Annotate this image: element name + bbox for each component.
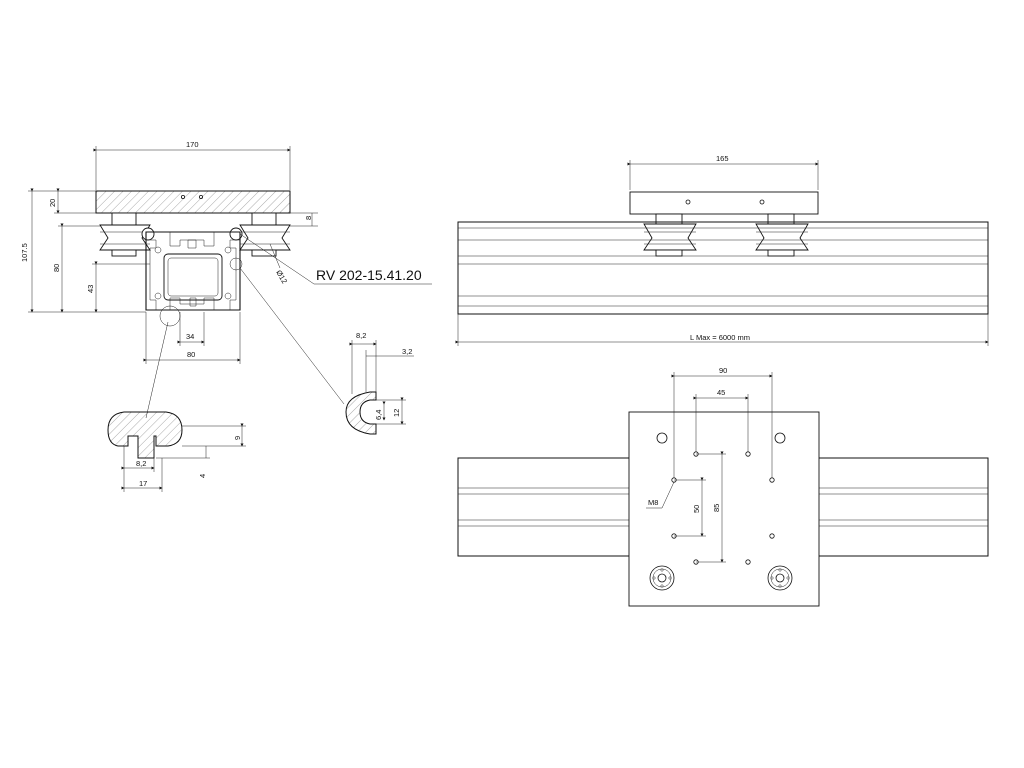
- dim-hole-spacing-outer: 90: [719, 366, 727, 375]
- dim-clip-inner: 6,4: [374, 410, 383, 420]
- detail-clip: 8,2 3,2 6,4 12: [345, 331, 414, 435]
- aluminium-profile: [145, 231, 241, 311]
- thread-label: M8: [648, 498, 658, 507]
- dim-clip-width: 8,2: [356, 331, 366, 340]
- wheel-right: [239, 212, 291, 257]
- dim-rail-length: L Max = 6000 mm: [690, 333, 750, 342]
- part-label: RV 202-15.41.20: [316, 267, 422, 283]
- dim-height-total: 107.5: [20, 243, 29, 262]
- top-view: 90 45 50 85 M8: [457, 366, 989, 607]
- dim-inner-height: 43: [86, 285, 95, 293]
- section-view: 170 107.5 20 80 43 8 Ø12 34 80 RV 202-15…: [20, 140, 432, 419]
- dim-rail-slot: 8,2: [136, 459, 146, 468]
- dim-clip-lip: 3,2: [402, 347, 412, 356]
- dim-profile-width: 80: [187, 350, 195, 359]
- dim-plate-thickness: 20: [48, 199, 57, 207]
- side-view: 165 L Max = 6000 mm: [455, 154, 989, 346]
- dim-wheel-diameter: Ø12: [274, 269, 289, 286]
- dim-rail-width: 17: [139, 479, 147, 488]
- carriage-plate: [95, 190, 291, 214]
- detail-rail: 8,2 17 9 4: [107, 411, 246, 492]
- eccentric-left: [649, 565, 675, 591]
- dim-vertical-a: 50: [692, 505, 701, 513]
- dim-rail-offset: 4: [198, 474, 207, 478]
- dim-width-top: 170: [186, 140, 199, 149]
- dim-hole-spacing-inner: 45: [717, 388, 725, 397]
- dim-clip-height: 12: [392, 409, 401, 417]
- dim-gap: 8: [304, 216, 313, 220]
- wheel-left: [99, 212, 151, 257]
- top-carriage-plate: [628, 411, 820, 607]
- side-carriage-plate: [629, 191, 819, 215]
- dim-profile-height: 80: [52, 264, 61, 272]
- dim-side-plate-length: 165: [716, 154, 729, 163]
- side-rail: [457, 221, 989, 315]
- eccentric-right: [767, 565, 793, 591]
- dim-rail-depth: 9: [233, 436, 242, 440]
- dim-slot-spacing: 34: [186, 332, 194, 341]
- dim-vertical-b: 85: [712, 504, 721, 512]
